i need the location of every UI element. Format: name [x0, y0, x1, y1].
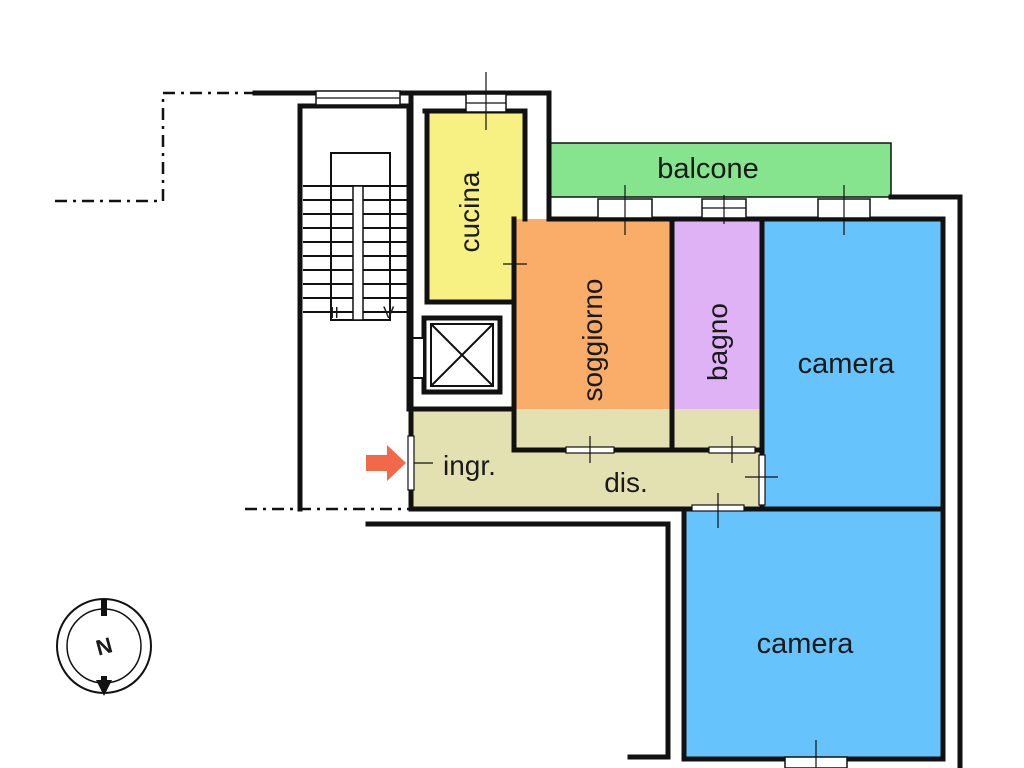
- stair-mark-left: II: [330, 305, 339, 322]
- label-bagno: bagno: [702, 303, 733, 381]
- entrance-arrow-icon: [366, 445, 406, 481]
- room-ingresso: [410, 409, 762, 508]
- compass-letter: N: [93, 632, 115, 660]
- label-ingresso: ingr.: [443, 450, 496, 481]
- doors: [407, 250, 778, 528]
- label-disimpegno: dis.: [604, 467, 648, 498]
- label-soggiorno: soggiorno: [577, 279, 608, 402]
- compass-icon: [56, 598, 152, 696]
- elevator-shaft: [408, 315, 503, 395]
- label-cucina: cucina: [454, 171, 485, 252]
- stair-mark-right: V: [383, 303, 395, 322]
- walls: [252, 90, 963, 768]
- room-camera-upper: [762, 219, 943, 509]
- room-camera-lower: [684, 509, 943, 759]
- label-camera-upper: camera: [798, 348, 896, 380]
- outline-dashed-top: [55, 91, 300, 203]
- label-camera-lower: camera: [757, 628, 855, 660]
- windows: [315, 72, 871, 768]
- label-balcone: balcone: [657, 153, 759, 185]
- room-cucina: [427, 113, 525, 302]
- room-balcone: [548, 142, 892, 198]
- stairs: [303, 152, 409, 321]
